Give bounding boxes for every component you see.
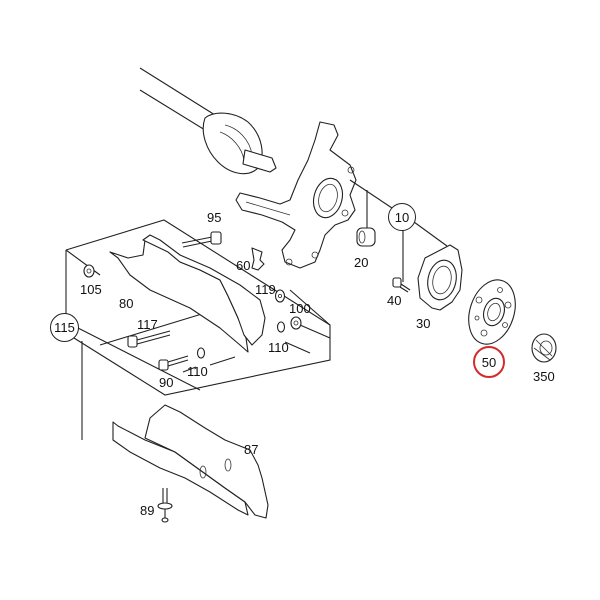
label-100[interactable]: 100 (289, 301, 311, 316)
label-40[interactable]: 40 (387, 293, 402, 308)
push-pin-part-89[interactable] (157, 488, 173, 523)
label-87[interactable]: 87 (244, 442, 259, 457)
label-20[interactable]: 20 (354, 255, 369, 270)
wheel-hub-part-50[interactable] (461, 274, 523, 350)
bolt-part-40[interactable] (392, 277, 411, 293)
label-60[interactable]: 60 (236, 258, 251, 273)
label-30[interactable]: 30 (416, 316, 431, 331)
washer-part-119[interactable] (274, 289, 286, 303)
label-105[interactable]: 105 (80, 282, 102, 297)
underbody-panel-part-87[interactable] (112, 404, 269, 519)
label-80[interactable]: 80 (119, 296, 134, 311)
callout-10-leaders (349, 179, 448, 282)
label-117[interactable]: 117 (137, 317, 158, 332)
washer-part-110-left[interactable] (196, 347, 206, 359)
nut-part-105[interactable] (83, 264, 95, 278)
label-110-right[interactable]: 110 (268, 340, 289, 355)
wheel-bearing-part-30[interactable] (417, 244, 463, 311)
bushing-part-20[interactable] (356, 227, 376, 247)
label-90[interactable]: 90 (159, 375, 174, 390)
drive-shaft[interactable] (139, 67, 277, 175)
bolt-part-90[interactable] (158, 355, 189, 371)
axle-nut-part-350[interactable] (531, 333, 557, 363)
label-95[interactable]: 95 (207, 210, 222, 225)
bolt-part-117[interactable] (127, 330, 171, 348)
label-89[interactable]: 89 (140, 503, 155, 518)
callout-10[interactable]: 10 (388, 203, 416, 231)
callout-50-highlighted[interactable]: 50 (473, 346, 505, 378)
label-119[interactable]: 119 (255, 282, 276, 297)
clip-part-60[interactable] (251, 247, 265, 271)
label-110-left[interactable]: 110 (187, 364, 208, 379)
callout-115[interactable]: 115 (50, 313, 79, 342)
washer-part-100[interactable] (290, 316, 302, 330)
label-350[interactable]: 350 (533, 369, 555, 384)
steering-knuckle[interactable] (235, 121, 357, 269)
bolt-part-95[interactable] (181, 231, 222, 248)
washer-part-110-right[interactable] (276, 321, 286, 333)
underbody-panel-part-80[interactable] (109, 234, 266, 353)
